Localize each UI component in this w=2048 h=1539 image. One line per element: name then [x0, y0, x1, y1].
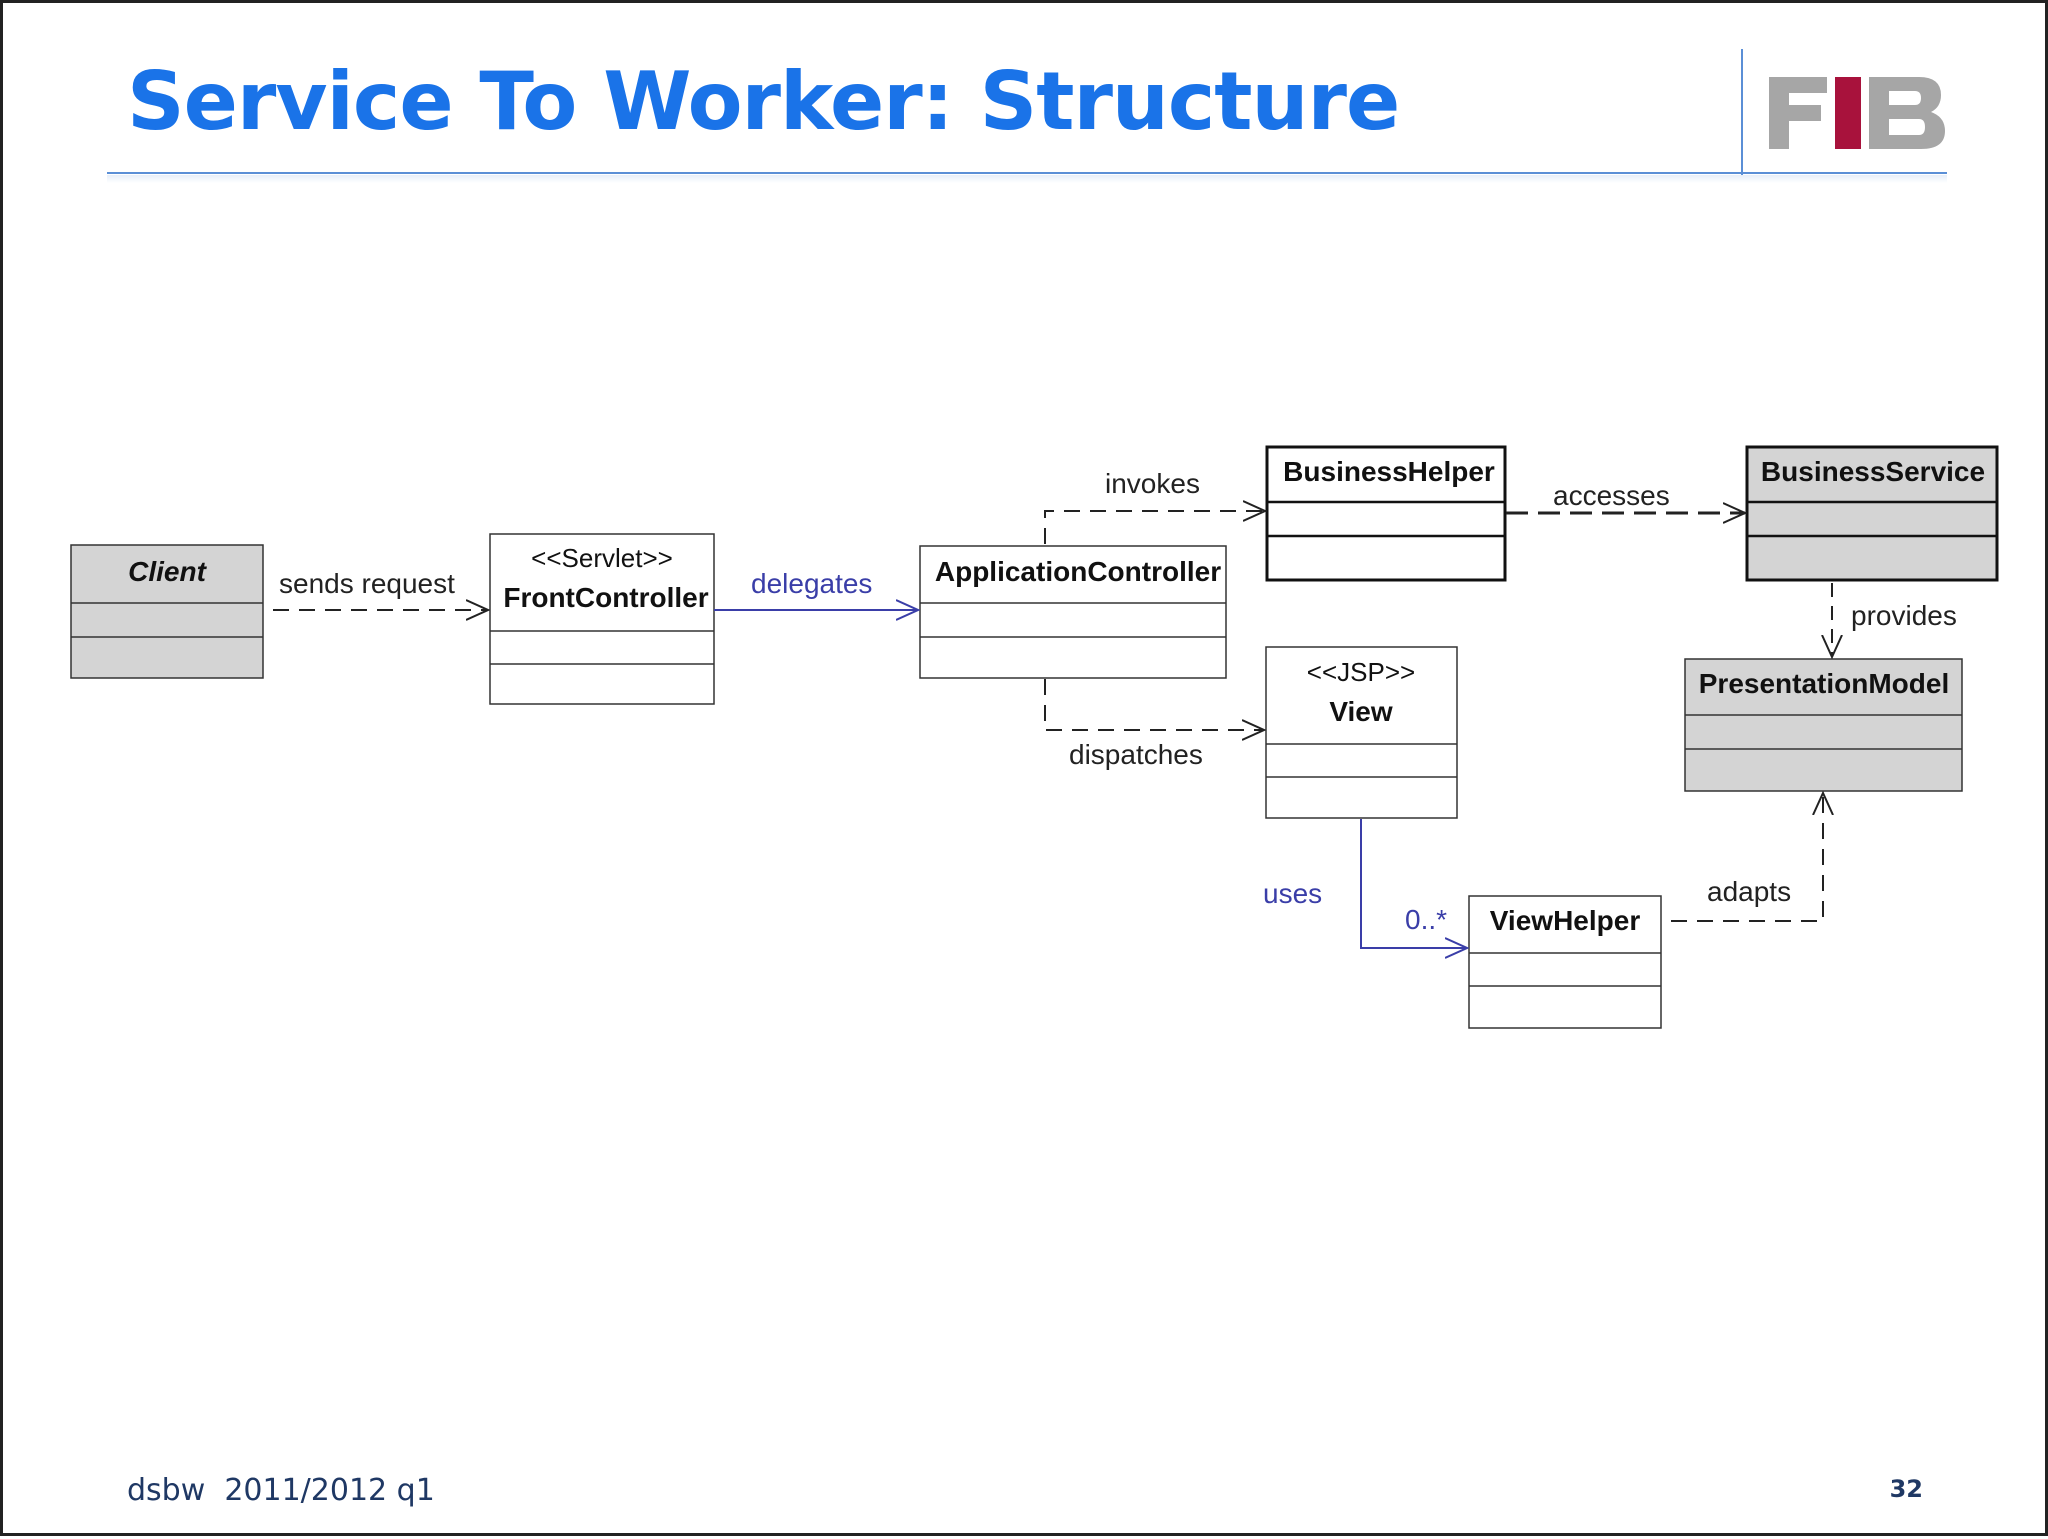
- class-view: <<JSP>> View: [1265, 646, 1458, 819]
- class-application-controller: ApplicationController: [919, 545, 1227, 679]
- business-service-name: BusinessService: [1761, 456, 1985, 487]
- relation-adapts: adapts: [1671, 793, 1823, 922]
- uml-class-diagram: Client <<Servlet>> FrontController Appli…: [70, 445, 1999, 1029]
- label-adapts: adapts: [1707, 876, 1791, 907]
- slide-title: Service To Worker: Structure: [127, 55, 1400, 148]
- title-underline: [107, 172, 1947, 174]
- label-delegates: delegates: [751, 568, 872, 599]
- label-dispatches: dispatches: [1069, 739, 1203, 770]
- class-view-helper: ViewHelper: [1468, 895, 1662, 1029]
- relation-dispatches: dispatches: [1044, 679, 1264, 770]
- label-provides: provides: [1851, 600, 1957, 631]
- class-client: Client: [70, 544, 264, 679]
- class-business-helper: BusinessHelper: [1265, 445, 1507, 582]
- label-accesses: accesses: [1553, 480, 1670, 511]
- class-business-service: BusinessService: [1745, 445, 1999, 582]
- footer-course: dsbw 2011/2012 q1: [127, 1473, 435, 1508]
- application-controller-name: ApplicationController: [935, 556, 1221, 587]
- label-uses-multiplicity: 0..*: [1405, 904, 1447, 935]
- front-controller-stereotype: <<Servlet>>: [531, 543, 673, 573]
- logo-separator: [1741, 49, 1743, 175]
- label-uses: uses: [1263, 878, 1322, 909]
- fib-logo: [1769, 77, 1945, 149]
- view-name: View: [1329, 696, 1393, 727]
- relation-delegates: delegates: [714, 568, 918, 610]
- view-stereotype: <<JSP>>: [1307, 657, 1415, 687]
- business-helper-name: BusinessHelper: [1283, 456, 1495, 487]
- label-sends-request: sends request: [279, 568, 455, 599]
- relation-sends-request: sends request: [273, 568, 488, 610]
- relation-invokes: invokes: [1044, 468, 1265, 544]
- view-helper-name: ViewHelper: [1490, 905, 1641, 936]
- class-presentation-model: PresentationModel: [1684, 658, 1963, 792]
- presentation-model-name: PresentationModel: [1699, 668, 1949, 699]
- label-invokes: invokes: [1105, 468, 1200, 499]
- class-front-controller: <<Servlet>> FrontController: [489, 533, 715, 705]
- client-name: Client: [128, 556, 207, 587]
- page-number: 32: [1889, 1475, 1923, 1503]
- title-underline-shadow: [107, 175, 1947, 183]
- relation-uses: uses 0..*: [1263, 819, 1467, 948]
- front-controller-name: FrontController: [503, 582, 708, 613]
- relation-provides: provides: [1832, 583, 1957, 657]
- relation-accesses: accesses: [1506, 480, 1745, 513]
